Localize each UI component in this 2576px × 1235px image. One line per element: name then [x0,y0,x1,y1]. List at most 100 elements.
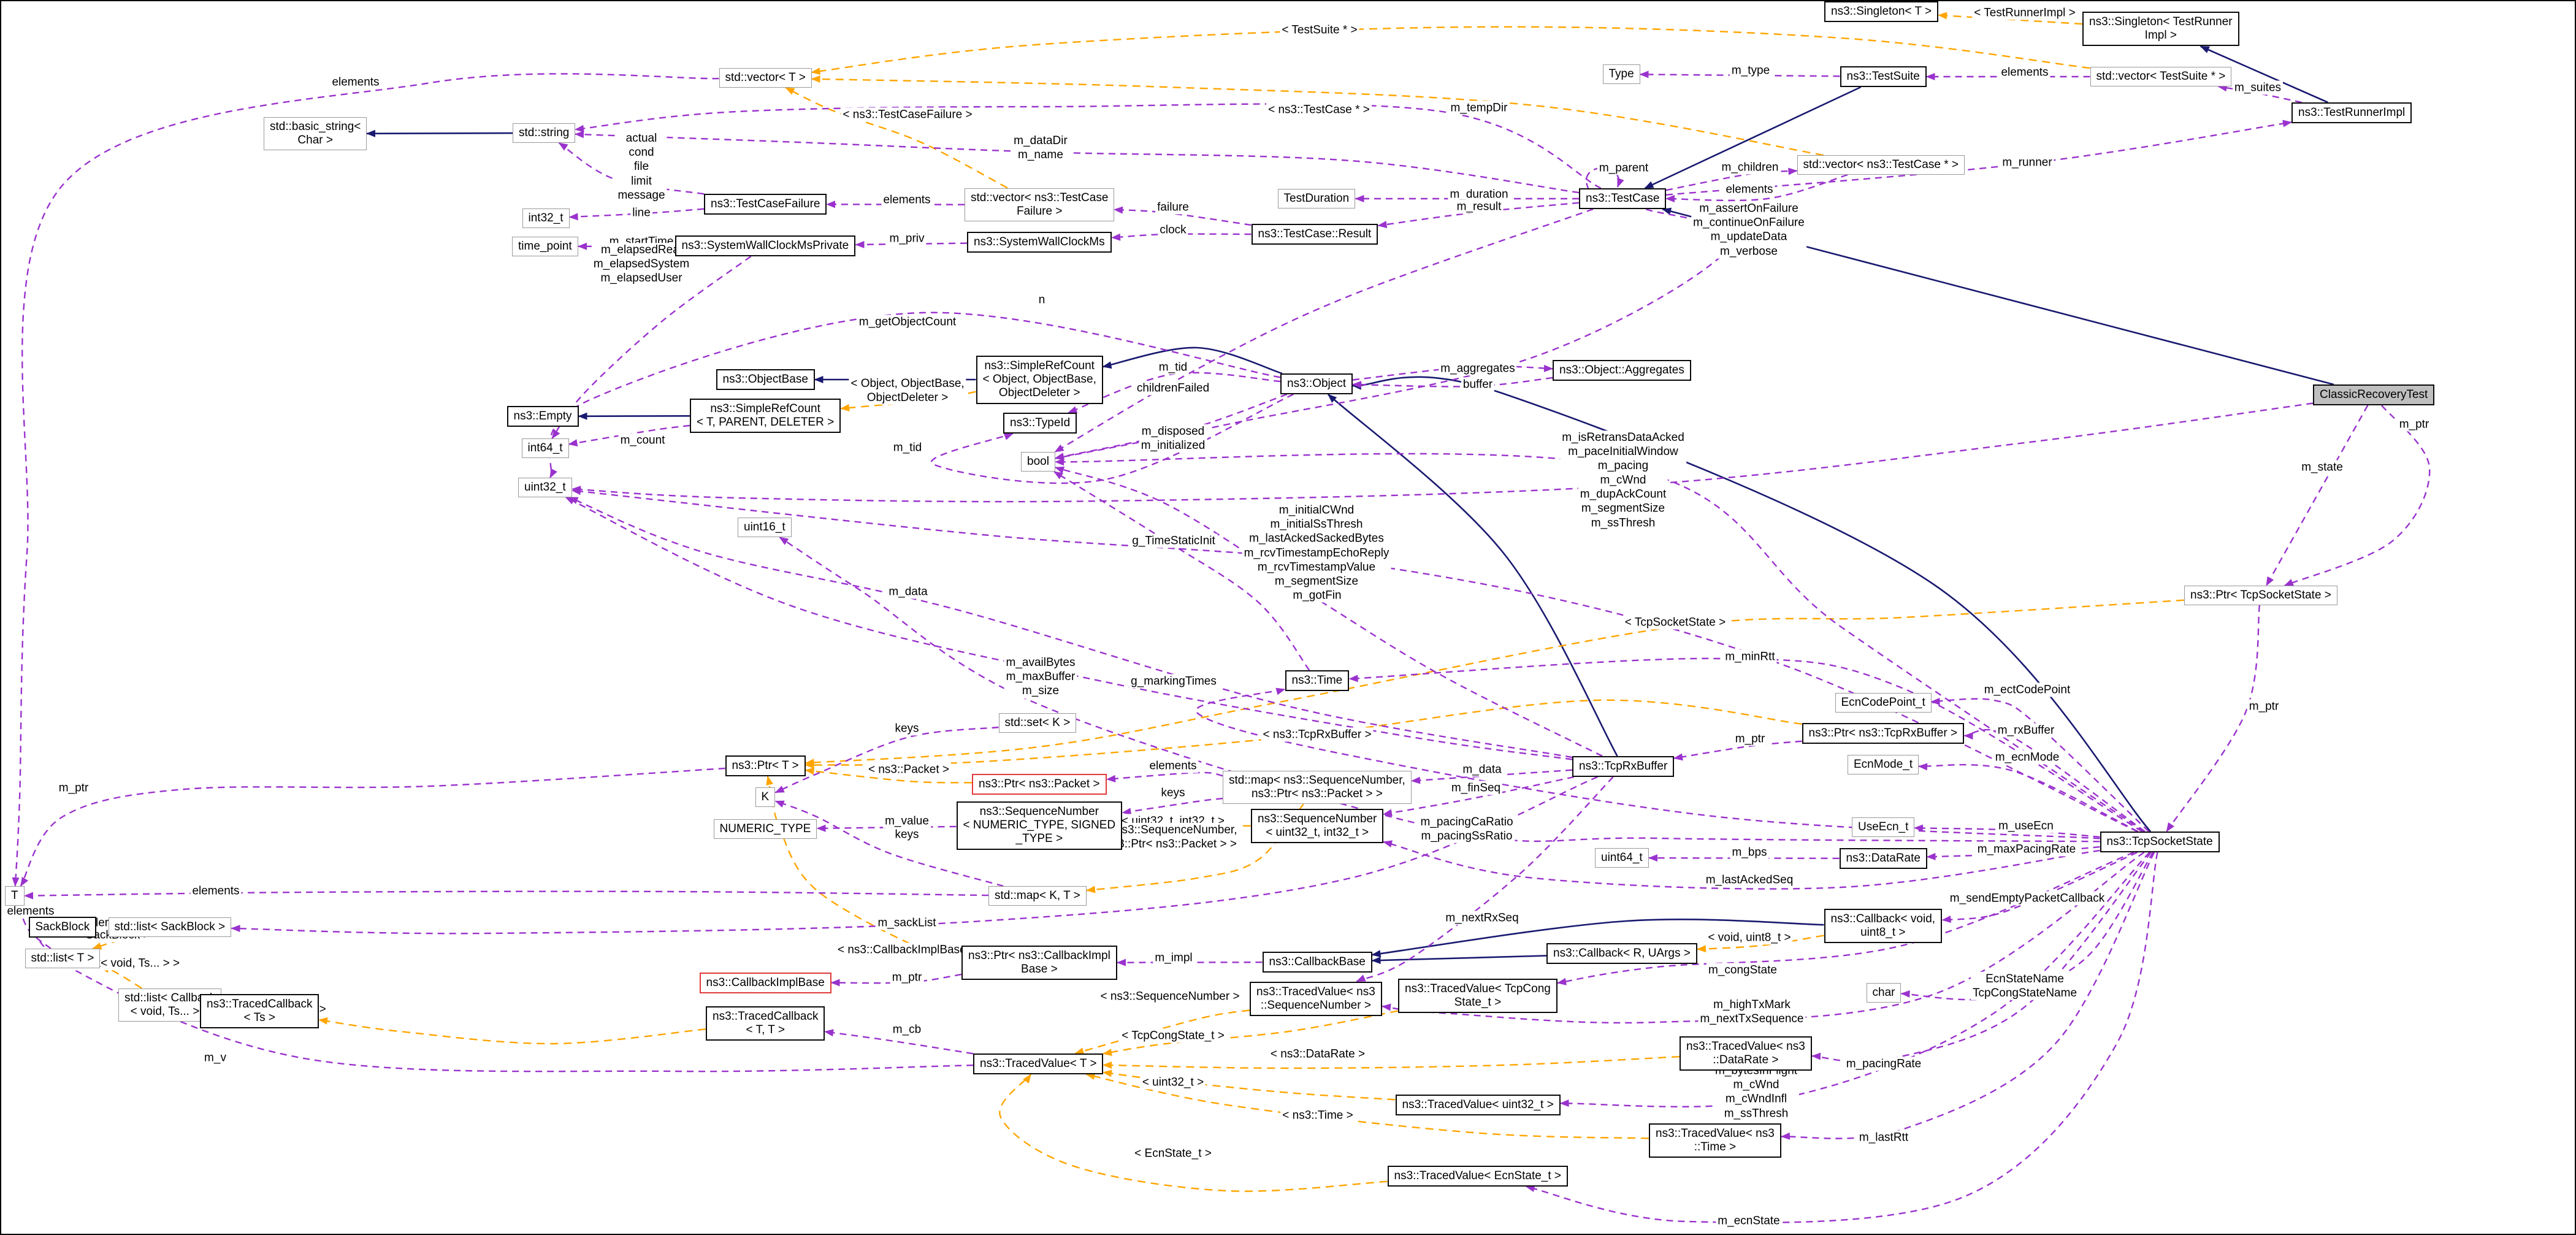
node-swcm-private[interactable]: ns3::SystemWallClockMsPrivate [675,235,856,257]
edge-label: m_isRetransDataAcked m_paceInitialWindow… [1560,430,1686,473]
edge-tracedvalue-t-to-tracedcallback-tt [824,1029,974,1055]
edge-label: m_suites [2232,80,2284,95]
node-useecn[interactable]: UseEcn_t [1852,817,1915,838]
edge-label: m_ptr [56,781,91,795]
node-set-k[interactable]: std::set< K > [998,713,1077,733]
edge-label: m_ecnMode [1993,750,2062,765]
node-std-string[interactable]: std::string [513,123,576,143]
edge-label: m_ptr [2397,417,2431,432]
edge-label: m_count [618,433,667,448]
node-testrunnerimpl[interactable]: ns3::TestRunnerImpl [2291,102,2412,124]
node-time[interactable]: ns3::Time [1285,670,1350,692]
node-ecncodepoint[interactable]: EcnCodePoint_t [1835,693,1932,713]
node-tracedcallback-tt[interactable]: ns3::TracedCallback < T, T > [706,1006,825,1041]
node-typeid[interactable]: ns3::TypeId [1003,413,1077,434]
node-testcasefailure[interactable]: ns3::TestCaseFailure [704,194,827,215]
node-testsuite[interactable]: ns3::TestSuite [1840,66,1927,88]
node-char[interactable]: char [1866,983,1901,1003]
edge-map-kt-to-t [24,890,989,900]
node-tracedvalue-congstate[interactable]: ns3::TracedValue< TcpCong State_t > [1398,978,1557,1014]
node-bool[interactable]: bool [1021,452,1055,472]
edge-ptr-callbackimplbase-to-callbackimplbase [830,973,962,987]
node-vector-t[interactable]: std::vector< T > [719,68,812,88]
node-aggregates[interactable]: ns3::Object::Aggregates [1553,360,1691,381]
node-tracedvalue-u32[interactable]: ns3::TracedValue< uint32_t > [1395,1095,1561,1116]
node-numeric-type[interactable]: NUMERIC_TYPE [713,819,817,839]
edge-label: m_dataDir m_name [1012,133,1069,162]
node-vector-testsuite[interactable]: std::vector< TestSuite * > [2090,67,2232,87]
node-seqnum-generic[interactable]: ns3::SequenceNumber < NUMERIC_TYPE, SIGN… [956,801,1123,850]
edge-label: m_nextRxSeq [1443,911,1521,925]
node-objectbase[interactable]: ns3::ObjectBase [716,369,815,391]
node-simplerefcount-object[interactable]: ns3::SimpleRefCount < Object, ObjectBase… [976,355,1103,404]
edge-tcprxbuffer-to-bool [1055,466,1603,757]
edge-label: < Object, ObjectBase, ObjectDeleter > [849,376,966,405]
edge-tracedvalue-ecnstate-to-tracedvalue-t [999,1074,1388,1192]
edge-label: m_v [202,1050,228,1065]
edge-label: m_result [1454,199,1504,214]
node-testcase-result[interactable]: ns3::TestCase::Result [1251,224,1378,245]
edge-std-string-to-basic-string [366,129,513,137]
node-uint64-t[interactable]: uint64_t [1595,848,1649,868]
edge-label: m_ptr [2247,699,2281,714]
node-tcprxbuffer[interactable]: ns3::TcpRxBuffer [1572,756,1675,778]
node-k[interactable]: K [755,787,776,808]
node-list-t[interactable]: std::list< T > [25,949,101,969]
edge-tracedvalue-time-to-tracedvalue-t [1085,1072,1649,1139]
node-callbackbase[interactable]: ns3::CallbackBase [1262,952,1372,973]
node-singleton-testrunnerimpl[interactable]: ns3::Singleton< TestRunner Impl > [2082,11,2239,47]
node-t[interactable]: T [5,886,25,906]
node-tracedcallback-ts[interactable]: ns3::TracedCallback < Ts > [200,993,319,1029]
node-map-kt[interactable]: std::map< K, T > [988,886,1087,906]
node-swcm[interactable]: ns3::SystemWallClockMs [967,232,1112,253]
node-tracedvalue-datarate[interactable]: ns3::TracedValue< ns3 ::DataRate > [1680,1036,1812,1071]
edge-label: m_lastRtt [1857,1130,1911,1145]
node-classicrecoverytest[interactable]: ClassicRecoveryTest [2313,384,2435,406]
edge-vector-testsuite-to-vector-t [811,26,2090,75]
node-vector-testcasefailure[interactable]: std::vector< ns3::TestCase Failure > [965,188,1115,222]
node-simplerefcount-t[interactable]: ns3::SimpleRefCount < T, PARENT, DELETER… [690,398,841,434]
node-ecnmode[interactable]: EcnMode_t [1848,755,1919,775]
node-singleton-t[interactable]: ns3::Singleton< T > [1824,1,1939,23]
node-int64-t[interactable]: int64_t [521,438,569,459]
node-uint32-t[interactable]: uint32_t [518,478,572,498]
edge-testrunnerimpl-to-singleton-testrunnerimpl [2200,45,2328,104]
node-ptr-tcprxbuffer[interactable]: ns3::Ptr< ns3::TcpRxBuffer > [1802,723,1965,744]
edge-label: m_cWnd m_dupAckCount m_segmentSize m_ssT… [1578,473,1668,530]
node-time-point[interactable]: time_point [512,237,578,257]
edge-label: m_minRtt [1723,649,1777,664]
node-testcase[interactable]: ns3::TestCase [1579,188,1667,210]
node-tcpsocketstate[interactable]: ns3::TcpSocketState [2100,832,2220,853]
node-type[interactable]: Type [1602,64,1640,85]
edge-label: < ns3::TestCaseFailure > [841,107,974,122]
edge-label: m_priv [887,231,927,246]
edge-tcpsocketstate-to-tracedvalue-u32 [1559,852,2150,1107]
node-empty[interactable]: ns3::Empty [506,406,579,427]
node-sackblock[interactable]: SackBlock [28,917,97,938]
node-uint16-t[interactable]: uint16_t [738,518,792,538]
node-ptr-t[interactable]: ns3::Ptr< T > [725,755,806,777]
node-ptr-packet[interactable]: ns3::Ptr< ns3::Packet > [972,774,1107,795]
edge-list-callback-to-list-t [99,965,142,989]
node-list-sackblock[interactable]: std::list< SackBlock > [108,917,232,938]
node-map-seq-packet[interactable]: std::map< ns3::SequenceNumber, ns3::Ptr<… [1223,770,1412,805]
node-datarate[interactable]: ns3::DataRate [1839,848,1927,870]
edge-label: g_markingTimes [1129,674,1218,689]
node-object[interactable]: ns3::Object [1280,373,1353,395]
node-callback-void-u8[interactable]: ns3::Callback< void, uint8_t > [1824,908,1943,944]
node-tracedvalue-seqnum[interactable]: ns3::TracedValue< ns3 ::SequenceNumber > [1250,981,1382,1017]
node-callbackimplbase[interactable]: ns3::CallbackImplBase [699,973,831,994]
node-seqnum-u32[interactable]: ns3::SequenceNumber < uint32_t, int32_t … [1251,808,1384,844]
node-tracedvalue-t[interactable]: ns3::TracedValue< T > [973,1053,1104,1075]
node-ptr-tcpsocketstate[interactable]: ns3::Ptr< TcpSocketState > [2184,586,2337,606]
node-basic-string[interactable]: std::basic_string< Char > [264,117,367,151]
node-tracedvalue-time[interactable]: ns3::TracedValue< ns3 ::Time > [1649,1123,1781,1158]
node-testduration[interactable]: TestDuration [1277,189,1356,209]
node-int32-t[interactable]: int32_t [522,208,570,229]
edge-set-k-to-k [774,726,999,793]
node-ptr-callbackimplbase[interactable]: ns3::Ptr< ns3::CallbackImpl Base > [961,945,1117,981]
node-vector-testcase[interactable]: std::vector< ns3::TestCase * > [1797,155,1965,175]
node-callback-r[interactable]: ns3::Callback< R, UArgs > [1546,943,1697,965]
edge-label: keys [893,827,921,842]
node-tracedvalue-ecnstate[interactable]: ns3::TracedValue< EcnState_t > [1387,1166,1569,1187]
